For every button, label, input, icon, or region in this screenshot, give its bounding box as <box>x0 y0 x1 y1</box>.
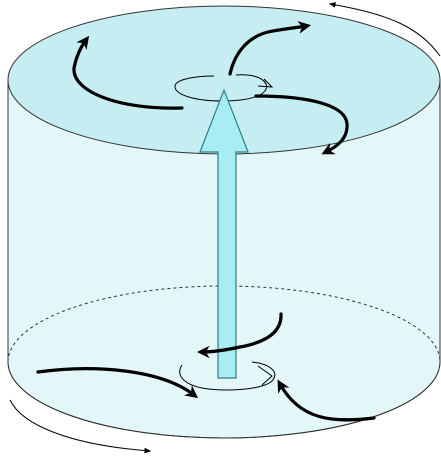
bottom-face-front <box>7 361 441 439</box>
top-swirl-arrowhead-icon <box>257 78 274 88</box>
rotation-arrow-bottom-left-icon <box>9 399 152 454</box>
inflow-arrow-right-icon <box>277 379 376 422</box>
inflow-arrow-left-icon <box>36 367 199 399</box>
bottom-swirl-arrowhead-icon <box>257 365 273 386</box>
bottom-swirl-ring <box>179 361 276 391</box>
central-upward-arrow <box>199 88 249 379</box>
outflow-arrow-upper-left-icon <box>72 35 184 110</box>
outflow-arrow-right-icon <box>254 94 349 155</box>
outflow-arrow-upper-right-icon <box>228 21 312 76</box>
rotation-arrow-top-right-icon <box>328 2 441 57</box>
inflow-arrow-center-curl-icon <box>196 312 283 359</box>
